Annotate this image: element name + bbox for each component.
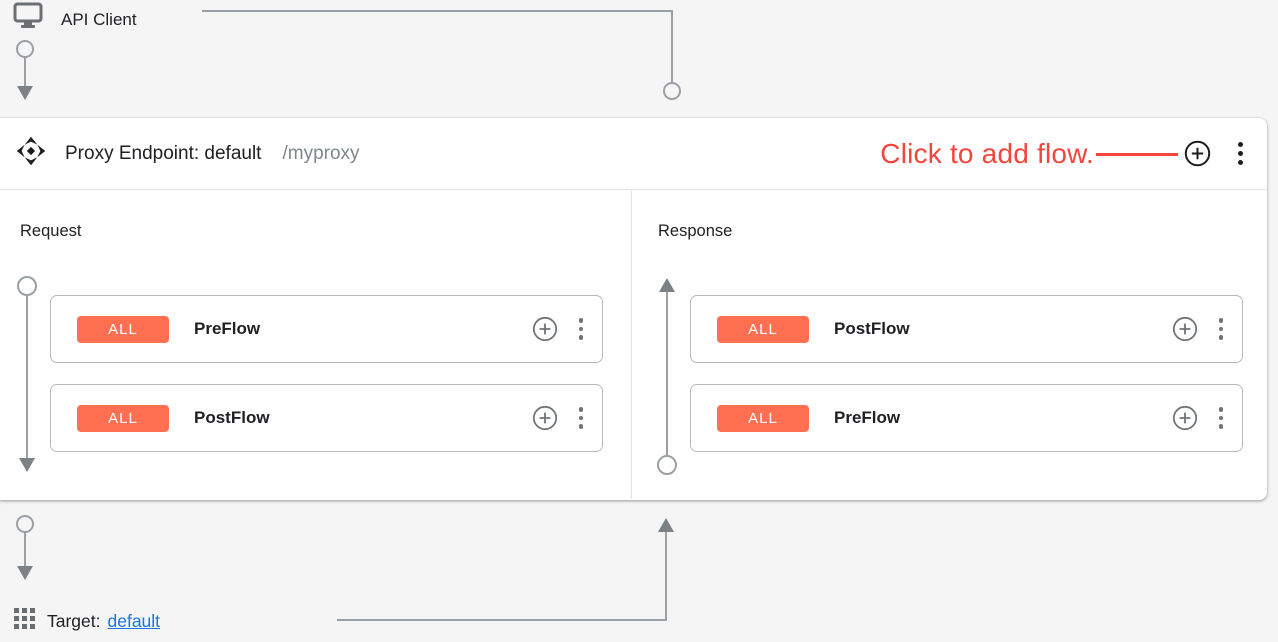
flow-name: PreFlow: [834, 408, 901, 427]
response-postflow-card[interactable]: ALL PostFlow: [690, 295, 1243, 363]
flow-menu-button[interactable]: [1218, 407, 1223, 429]
proxy-endpoint-header: Proxy Endpoint: default /myproxy Click t…: [0, 118, 1267, 190]
monitor-icon: [13, 2, 43, 35]
kebab-menu-icon: [578, 407, 583, 429]
annotation-pointer-line: [1096, 153, 1178, 156]
plus-circle-icon: [532, 405, 557, 431]
proxy-endpoint-menu-button[interactable]: [1238, 142, 1243, 165]
plus-circle-icon: [1172, 405, 1197, 431]
request-preflow-card[interactable]: ALL PreFlow: [50, 295, 603, 363]
flow-menu-button[interactable]: [578, 318, 583, 340]
plus-circle-icon: [1172, 316, 1197, 342]
kebab-menu-icon: [578, 318, 583, 340]
api-client-label: API Client: [61, 9, 137, 29]
target-endpoint: Target: default: [14, 608, 160, 634]
condition-badge: ALL: [717, 315, 809, 343]
flow-name: PostFlow: [834, 319, 910, 338]
proxy-endpoint-base-path: /myproxy: [282, 142, 360, 164]
flow-menu-button[interactable]: [578, 407, 583, 429]
flow-name: PreFlow: [194, 319, 261, 338]
plus-circle-icon: [532, 316, 557, 342]
response-column-label: Response: [658, 222, 733, 240]
request-response-divider: [631, 190, 632, 499]
proxy-endpoint-icon: [16, 136, 46, 171]
flow-name: PostFlow: [194, 408, 270, 427]
condition-badge: ALL: [77, 315, 169, 343]
add-policy-button[interactable]: [532, 316, 558, 342]
kebab-menu-icon: [1218, 318, 1223, 340]
proxy-endpoint-title: Proxy Endpoint: default: [65, 142, 262, 164]
condition-badge: ALL: [717, 404, 809, 432]
add-policy-button[interactable]: [1172, 405, 1198, 431]
kebab-menu-icon: [1238, 142, 1243, 165]
kebab-menu-icon: [1218, 407, 1223, 429]
plus-circle-icon: [1184, 140, 1211, 167]
condition-badge: ALL: [77, 404, 169, 432]
target-label: Target:: [47, 610, 101, 631]
add-policy-button[interactable]: [532, 405, 558, 431]
request-column-label: Request: [20, 222, 82, 240]
add-flow-button[interactable]: [1184, 140, 1211, 167]
proxy-endpoint-body: Request Response ALL PreFlow ALL: [0, 190, 1267, 499]
response-preflow-card[interactable]: ALL PreFlow: [690, 384, 1243, 452]
target-default-link[interactable]: default: [107, 610, 161, 631]
proxy-endpoint-panel: Proxy Endpoint: default /myproxy Click t…: [0, 118, 1267, 500]
request-postflow-card[interactable]: ALL PostFlow: [50, 384, 603, 452]
add-flow-annotation: Click to add flow.: [880, 137, 1094, 169]
flow-menu-button[interactable]: [1218, 318, 1223, 340]
add-policy-button[interactable]: [1172, 316, 1198, 342]
grid-icon: [14, 608, 35, 634]
api-client: API Client: [13, 2, 137, 35]
